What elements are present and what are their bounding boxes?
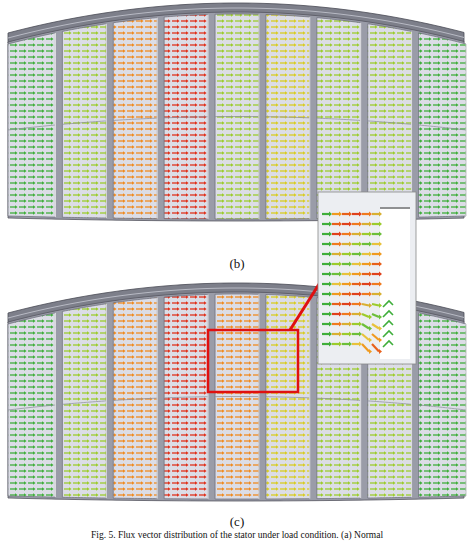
panel-label: (c)	[230, 514, 244, 530]
highlight-box	[208, 330, 298, 392]
panel-label: (b)	[229, 256, 244, 272]
zoom-inset	[318, 192, 416, 364]
figure-caption: Fig. 5. Flux vector distribution of the …	[91, 530, 383, 540]
stator-model	[8, 3, 466, 221]
